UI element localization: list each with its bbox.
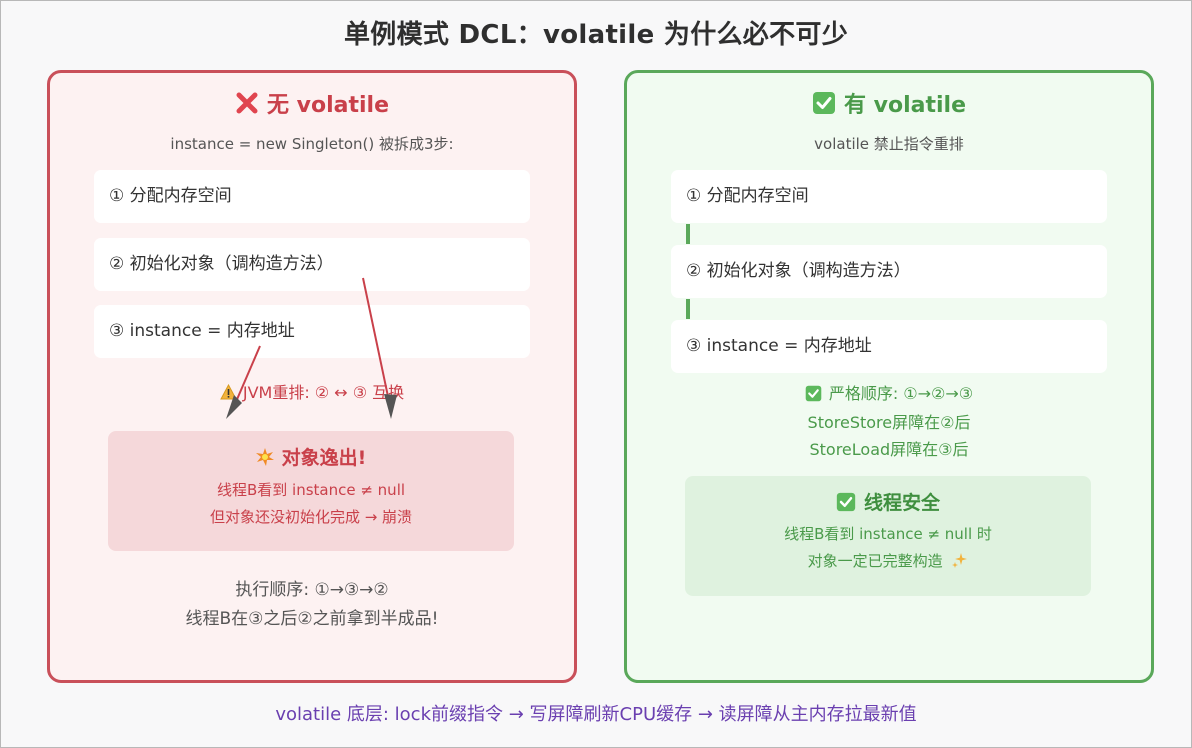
without-volatile-heading-text: 无 volatile: [266, 93, 390, 118]
thread-safe-heading: 线程安全: [685, 488, 1091, 517]
execution-order: 执行顺序: ①→③→②: [235, 580, 389, 600]
volatile-mechanism-footer: volatile 底层: lock前缀指令 → 写屏障刷新CPU缓存 → 读屏障…: [275, 704, 917, 725]
sparkles-icon: [952, 550, 968, 577]
step-assign-reference: ③ instance = 内存地址: [671, 320, 1107, 373]
step-connector: [686, 299, 690, 319]
storestore-barrier: StoreStore屏障在②后: [807, 413, 971, 432]
object-escape-line-2: 但对象还没初始化完成 → 崩溃: [209, 508, 413, 526]
with-volatile-heading-text: 有 volatile: [843, 93, 967, 118]
step-allocate-memory: ① 分配内存空间: [94, 170, 530, 223]
cross-mark-icon: [235, 91, 259, 121]
thread-safe-line-1: 线程B看到 instance ≠ null 时: [784, 525, 992, 543]
reorder-warning: JVM重排: ② ↔ ③ 互换: [50, 379, 574, 404]
split-steps-caption: instance = new Singleton() 被拆成3步:: [170, 135, 454, 153]
without-volatile-heading: 无 volatile: [50, 87, 574, 121]
object-escape-line-1: 线程B看到 instance ≠ null: [216, 481, 406, 499]
step-init-object: ② 初始化对象（调构造方法）: [671, 245, 1107, 298]
explosion-icon: [255, 448, 274, 471]
step-init-object: ② 初始化对象（调构造方法）: [94, 238, 530, 291]
thread-safe-box: 线程安全 线程B看到 instance ≠ null 时 对象一定已完整构造: [685, 476, 1091, 596]
strict-order: 严格顺序: ①→②→③: [627, 380, 1151, 406]
without-volatile-panel: 无 volatile instance = new Singleton() 被拆…: [47, 70, 577, 683]
object-escape-title: 对象逸出!: [281, 447, 367, 469]
thread-safe-line-2-text: 对象一定已完整构造: [807, 552, 943, 570]
half-object-note: 线程B在③之后②之前拿到半成品!: [185, 609, 439, 629]
object-escape-box: 对象逸出! 线程B看到 instance ≠ null 但对象还没初始化完成 →…: [108, 431, 514, 551]
reorder-warning-text: JVM重排: ② ↔ ③ 互换: [242, 383, 405, 402]
step-connector: [686, 224, 690, 244]
thread-safe-line-2: 对象一定已完整构造: [685, 548, 1091, 577]
check-mark-icon: [805, 385, 822, 406]
check-mark-icon: [812, 91, 836, 121]
step-allocate-memory: ① 分配内存空间: [671, 170, 1107, 223]
strict-order-text: 严格顺序: ①→②→③: [828, 384, 974, 403]
step-assign-reference: ③ instance = 内存地址: [94, 305, 530, 358]
with-volatile-heading: 有 volatile: [627, 87, 1151, 121]
warning-icon: [220, 383, 237, 404]
diagram-title: 单例模式 DCL：volatile 为什么必不可少: [344, 20, 848, 50]
thread-safe-title: 线程安全: [863, 492, 940, 514]
storeload-barrier: StoreLoad屏障在③后: [809, 440, 969, 459]
with-volatile-panel: 有 volatile volatile 禁止指令重排 ① 分配内存空间 ② 初始…: [624, 70, 1154, 683]
check-mark-icon: [836, 492, 856, 517]
no-reorder-caption: volatile 禁止指令重排: [814, 135, 964, 153]
object-escape-heading: 对象逸出!: [108, 443, 514, 471]
